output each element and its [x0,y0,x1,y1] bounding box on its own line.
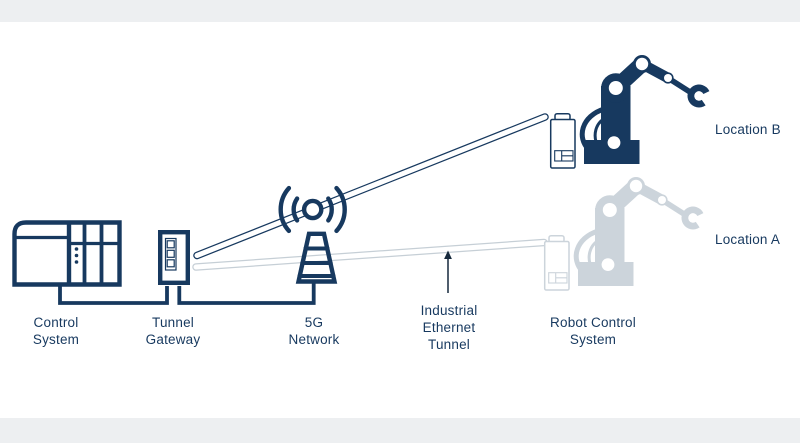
tunnel-gateway-label: Tunnel Gateway [145,315,201,347]
location-b-label: Location B [715,122,781,137]
robot-control-system-label: Robot Control System [550,315,636,347]
top-frame-bar [0,0,800,22]
din-rail-gateway-icon [157,229,190,285]
robot-arm-icon [582,55,709,164]
robot-cell-location-a [543,177,704,291]
robot-cabinet-icon [543,234,570,291]
robot-arm-icon [576,177,703,286]
location-a-label: Location A [715,232,781,247]
industrial-ethernet-tunnel-label: Industrial Ethernet Tunnel [420,303,478,352]
cell-antenna-icon [278,185,347,284]
up-arrow-icon [444,250,452,293]
control-system-label: Control System [32,315,80,347]
plc-controller-icon [12,220,122,287]
wired-connection-lines [58,283,316,305]
robot-cell-location-b [549,55,710,169]
tunnel-pipe-location-a [192,238,548,271]
5g-network-label: 5G Network [288,315,340,347]
bottom-frame-bar [0,418,800,443]
tunnel-pipe-location-b [193,113,549,260]
robot-cabinet-icon [549,112,576,169]
